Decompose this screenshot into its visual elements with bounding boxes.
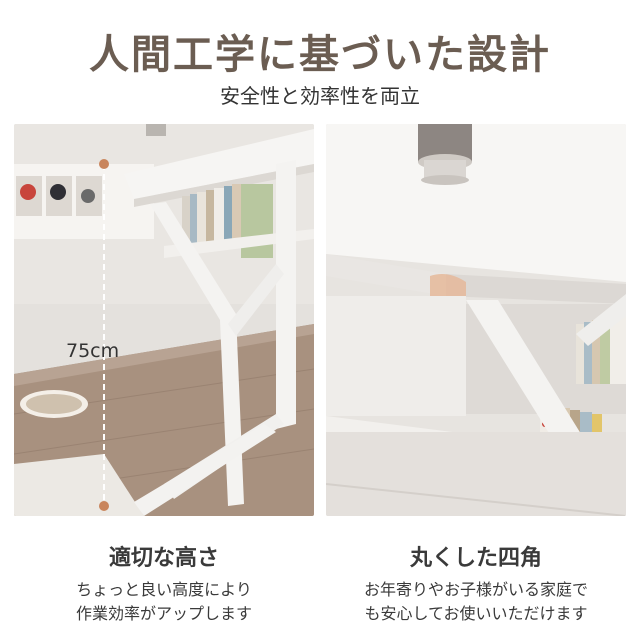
page-subtitle: 安全性と効率性を両立 [220,84,420,108]
height-measurement-label: 75cm [66,340,120,362]
right-caption-title: 丸くした四角 [409,545,542,571]
right-caption-line-1: お年寄りやお子様がいる家庭で [363,580,588,599]
right-caption-line-2: も安心してお使いいただけます [364,604,588,623]
left-caption-line-2: 作業効率がアップします [75,604,252,623]
page-title: 人間工学に基づいた設計 [89,31,551,78]
desk-height-photo [14,124,314,516]
left-caption-line-1: ちょっと良い高度により [76,580,252,599]
left-caption-title: 適切な高さ [108,545,219,571]
rounded-corner-photo [326,124,626,516]
